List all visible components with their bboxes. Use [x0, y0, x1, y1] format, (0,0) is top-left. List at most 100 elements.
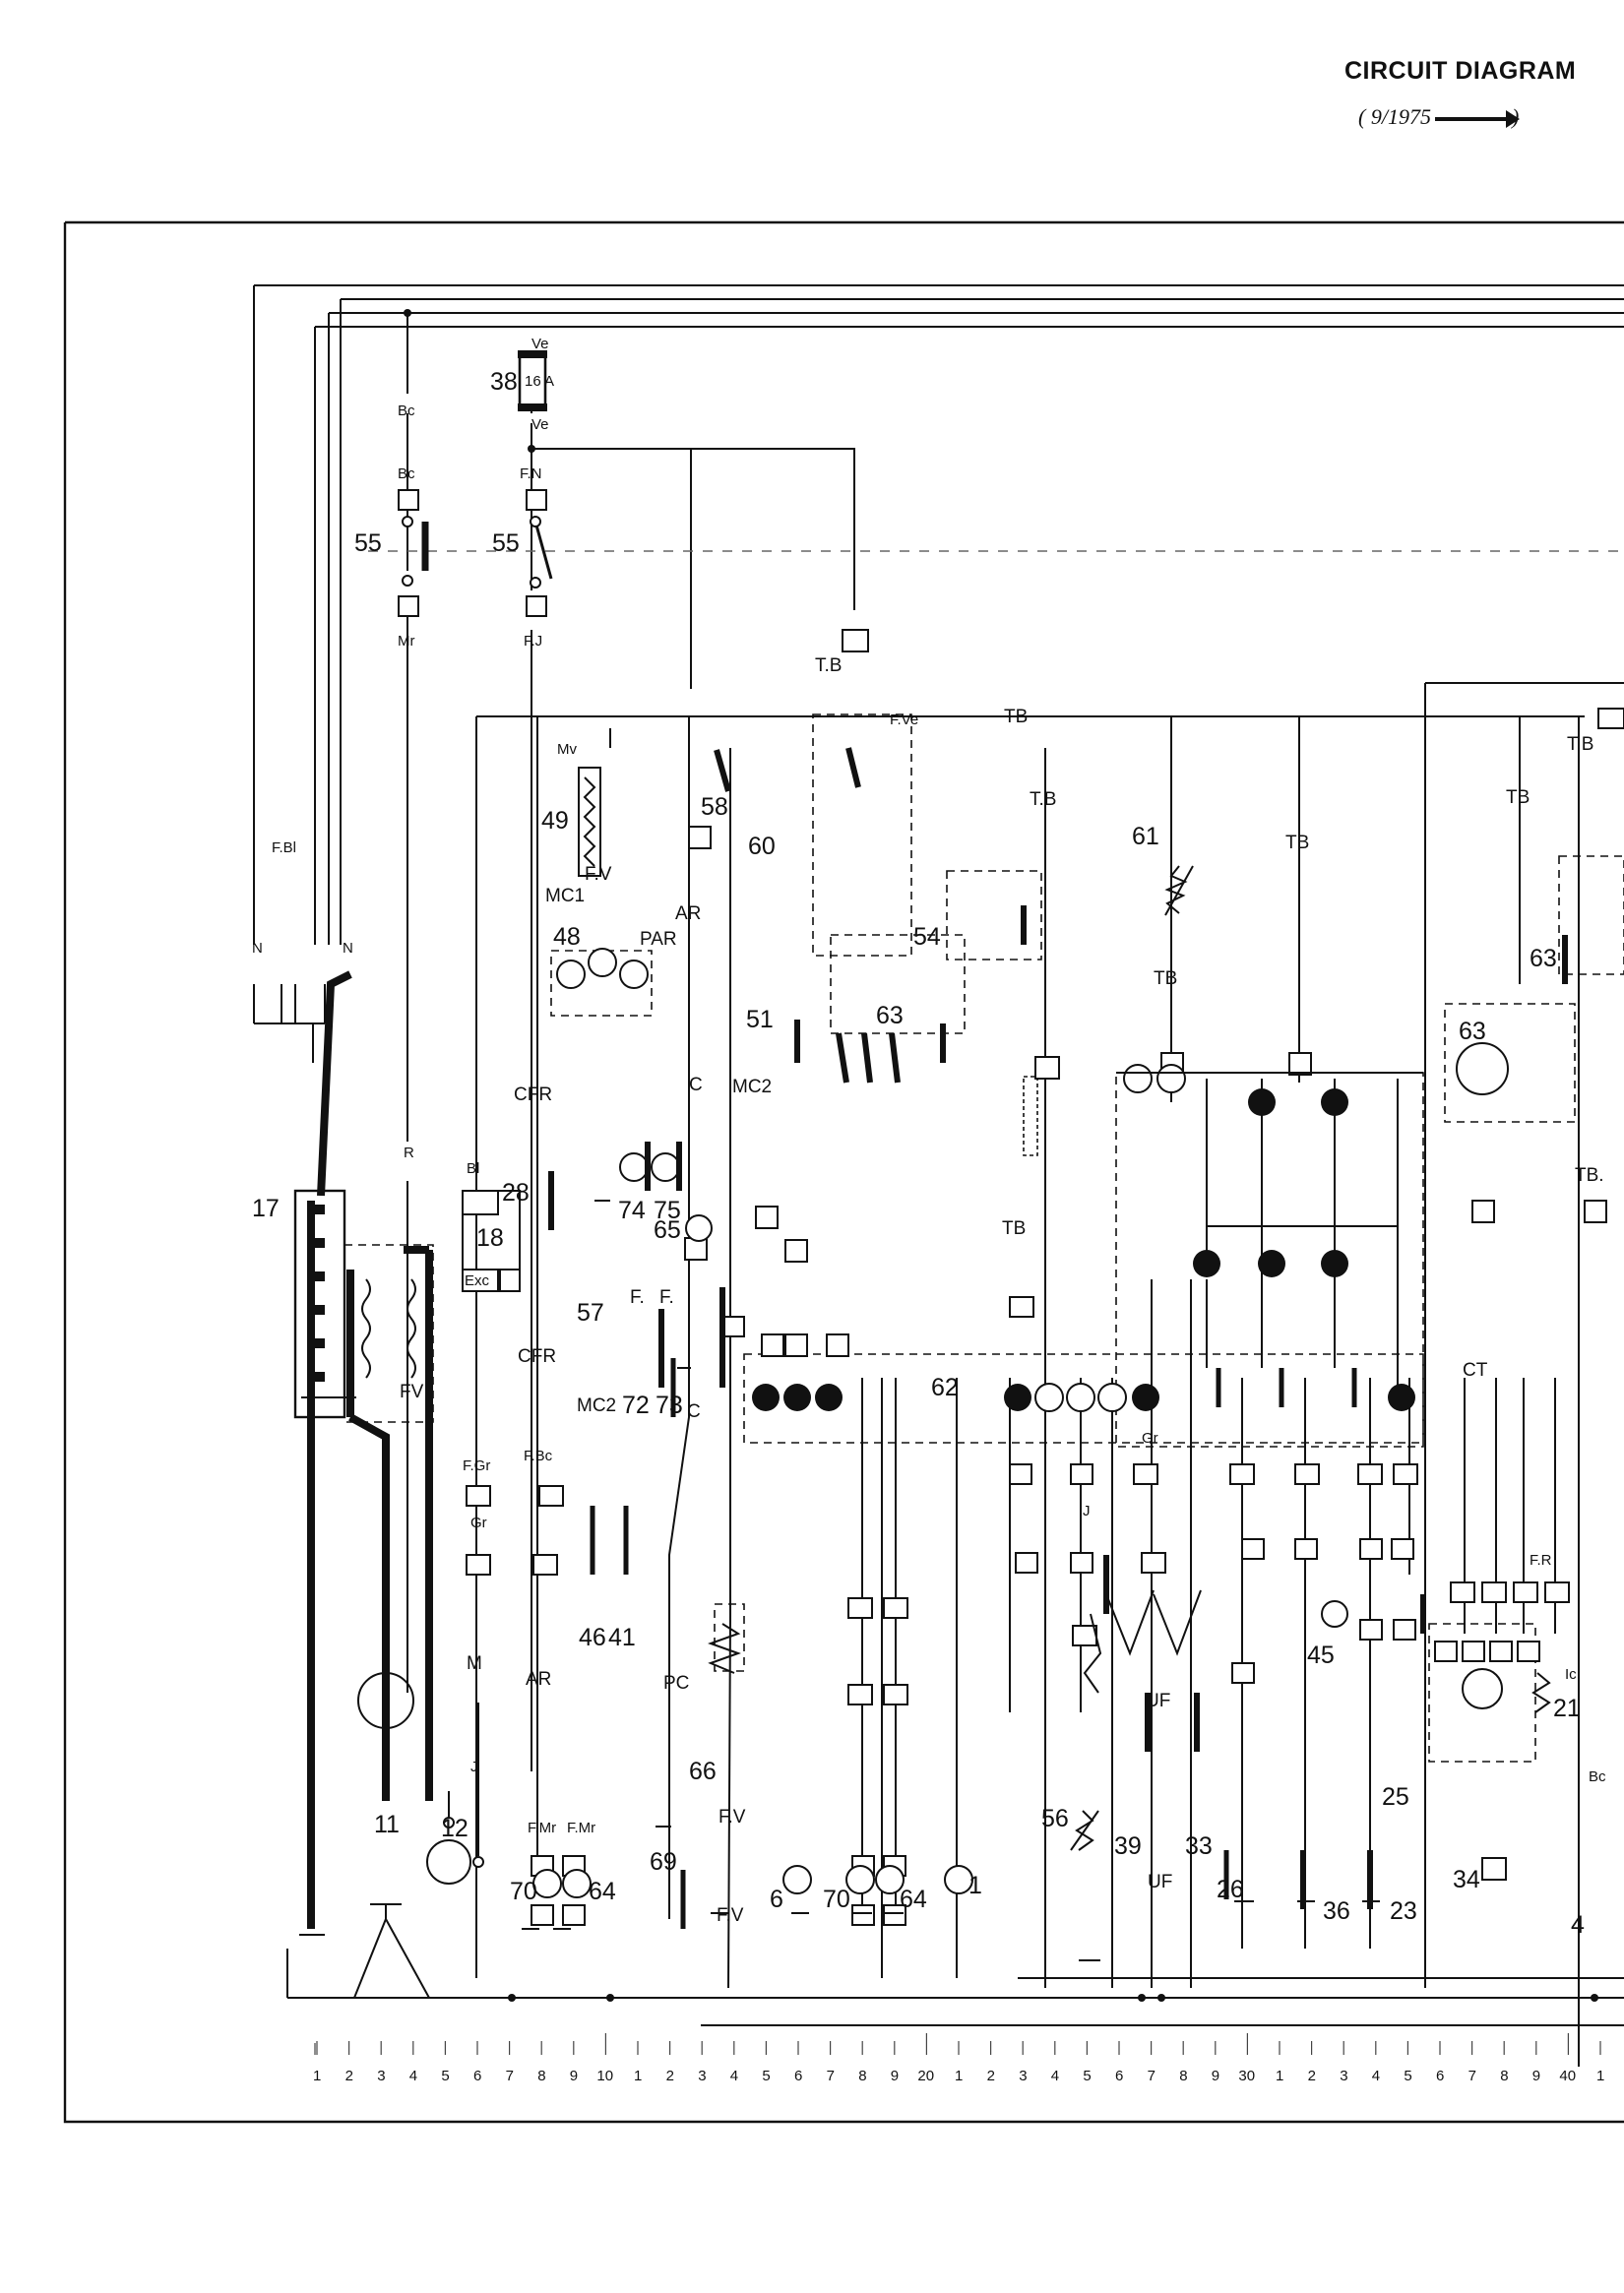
scale-number: 9	[570, 2068, 578, 2084]
scale-number: 5	[1404, 2068, 1411, 2084]
label-18: 18	[476, 1224, 504, 1252]
label-n-1: N	[252, 940, 263, 957]
label-fj-1: F.J	[524, 633, 542, 650]
scale-number: 7	[1148, 2068, 1156, 2084]
label-fn-1: F.N	[520, 465, 542, 482]
label-75: 75	[654, 1197, 681, 1224]
component-numbers: 17 11 12 55 55 38 49 48 18 28 57 74 75 6…	[252, 368, 1585, 1939]
label-bc-right: Bc	[1589, 1768, 1606, 1785]
label-70: 70	[510, 1878, 537, 1905]
label-26: 26	[1217, 1876, 1244, 1903]
label-60: 60	[748, 833, 776, 860]
connector-blocks	[398, 489, 1624, 1926]
label-55-left: 55	[354, 529, 382, 557]
label-28: 28	[502, 1179, 530, 1207]
scale-number: 8	[1179, 2068, 1187, 2084]
scale-number: 1	[955, 2068, 963, 2084]
label-ct: CT	[1463, 1360, 1488, 1381]
scale-number: 9	[891, 2068, 899, 2084]
alternator	[426, 1703, 484, 1885]
label-23: 23	[1390, 1897, 1417, 1925]
label-11: 11	[374, 1811, 400, 1838]
scale-number: 2	[345, 2068, 353, 2084]
distribution-lines	[475, 682, 1624, 2067]
label-mr-1: Mr	[398, 633, 415, 650]
label-55-right: 55	[492, 529, 520, 557]
scale-number: 5	[762, 2068, 770, 2084]
scale-number: 10	[596, 2068, 613, 2084]
scale-number: 30	[1238, 2068, 1255, 2084]
scale-number: 4	[409, 2068, 417, 2084]
label-64: 64	[589, 1878, 616, 1905]
label-mc1: MC1	[545, 886, 585, 906]
label-70b: 70	[823, 1886, 850, 1913]
scale-number: 8	[537, 2068, 545, 2084]
scale-number: 5	[441, 2068, 449, 2084]
switches-55	[402, 516, 553, 589]
label-uf-1: UF	[1146, 1691, 1170, 1711]
label-49: 49	[541, 807, 569, 835]
label-54: 54	[913, 923, 941, 951]
scale-number: 20	[917, 2068, 934, 2084]
label-46: 46	[579, 1624, 606, 1651]
label-1: 1	[968, 1872, 982, 1899]
label-tb-top: TB	[1004, 707, 1028, 727]
label-mc2-2: MC2	[577, 1395, 616, 1416]
diagram-frame	[63, 220, 1624, 2124]
label-tb-6: TB	[1002, 1218, 1026, 1239]
label-fmr-2: F.Mr	[567, 1820, 595, 1836]
label-69: 69	[650, 1848, 677, 1876]
label-pc: PC	[663, 1673, 689, 1694]
label-25: 25	[1382, 1783, 1409, 1811]
label-cfr-1: CFR	[514, 1085, 552, 1105]
scale-number: 8	[858, 2068, 866, 2084]
scale-number: 3	[377, 2068, 385, 2084]
scale-number: 7	[1468, 2068, 1476, 2084]
label-r-1: R	[404, 1145, 414, 1161]
label-12: 12	[441, 1815, 468, 1842]
label-6: 6	[770, 1886, 783, 1913]
label-45: 45	[1307, 1642, 1335, 1669]
label-fgr-1: F.Gr	[463, 1457, 490, 1474]
label-63-right: 63	[1459, 1018, 1486, 1045]
scale-number: 1	[634, 2068, 642, 2084]
label-c-1: C	[689, 1075, 703, 1095]
label-tb-9: TB.	[1575, 1165, 1604, 1186]
ground-bus	[286, 1903, 1624, 2026]
label-c-2: C	[687, 1401, 701, 1422]
label-tb-4: TB	[1285, 833, 1309, 853]
label-38: 38	[490, 368, 518, 396]
label-66: 66	[689, 1758, 717, 1785]
label-tb-2: T.B	[815, 655, 842, 676]
label-51: 51	[746, 1006, 774, 1033]
scale-number: 1	[313, 2068, 321, 2084]
label-fbc-1: F.Bc	[524, 1448, 553, 1464]
scale-number: 6	[1115, 2068, 1123, 2084]
wire-labels: Ve 16 A Ve Bc Bc Mr F.N F.J F.Bl N N R F…	[252, 336, 1606, 1926]
label-fbl: F.Bl	[272, 839, 296, 856]
scale-number: 4	[730, 2068, 738, 2084]
label-61: 61	[1132, 823, 1159, 850]
label-mc2-1: MC2	[732, 1077, 772, 1097]
label-ar-2: AR	[675, 903, 701, 924]
scale-number: 5	[1083, 2068, 1091, 2084]
label-65: 65	[654, 1216, 681, 1244]
page-title: CIRCUIT DIAGRAM	[1344, 57, 1577, 85]
label-tb-7: TB	[1506, 787, 1530, 808]
label-bc-1: Bc	[398, 403, 415, 419]
label-fv-3: F.V	[718, 1807, 746, 1828]
label-exc: Exc	[465, 1272, 490, 1289]
label-57: 57	[577, 1299, 604, 1327]
scale-number: 4	[1051, 2068, 1059, 2084]
scale-number: 3	[1019, 2068, 1027, 2084]
label-gr-cluster: Gr	[1142, 1430, 1158, 1447]
scale-number: 6	[473, 2068, 481, 2084]
scale-number: 6	[794, 2068, 802, 2084]
label-21: 21	[1553, 1695, 1581, 1722]
label-mv-1: Mv	[557, 741, 577, 758]
scale-number: 3	[698, 2068, 706, 2084]
label-ar-1: AR	[526, 1669, 551, 1690]
label-n-2: N	[343, 940, 353, 957]
arrow-right-icon	[1434, 109, 1520, 128]
